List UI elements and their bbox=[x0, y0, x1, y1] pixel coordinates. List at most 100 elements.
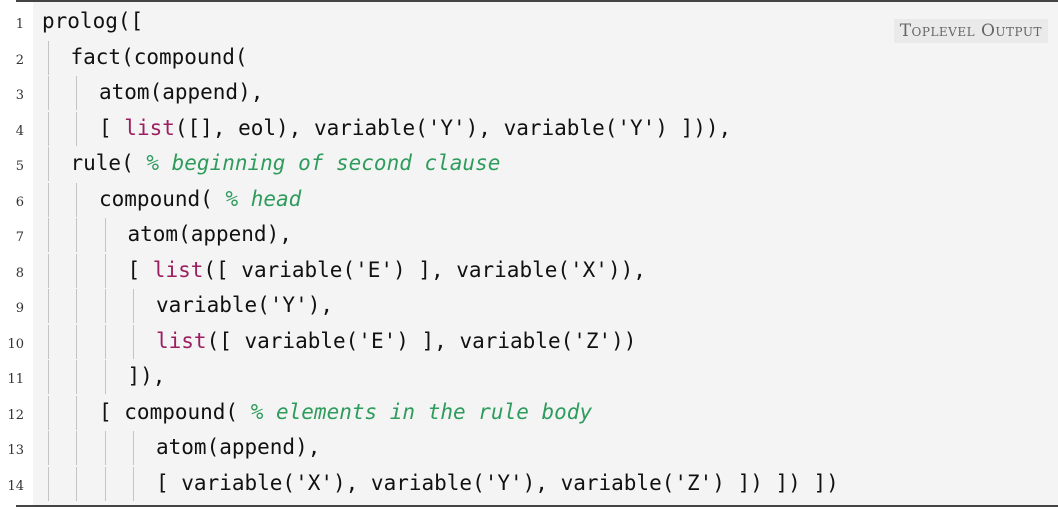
line-number: 14 bbox=[7, 478, 24, 494]
code-line: 5 rule( % beginning of second clause bbox=[0, 147, 1058, 181]
indent-guide bbox=[133, 431, 134, 465]
indent-guide bbox=[48, 324, 49, 359]
code-text: rule( % beginning of second clause bbox=[71, 151, 501, 175]
indent-guide bbox=[76, 395, 77, 430]
indent-guide bbox=[76, 289, 77, 323]
indent-guide bbox=[48, 360, 49, 394]
code-token: [ variable('X'), variable('Y'), variable… bbox=[156, 470, 839, 495]
code-text: [ list([], eol), variable('Y'), variable… bbox=[99, 116, 731, 140]
code-token: ([ variable('E') ], variable('Z')) bbox=[206, 328, 637, 353]
code-text: [ list([ variable('E') ], variable('X'))… bbox=[128, 258, 646, 282]
keyword-token: list bbox=[124, 115, 175, 140]
indent-guide bbox=[76, 76, 77, 110]
code-text: list([ variable('E') ], variable('Z')) bbox=[156, 329, 636, 353]
code-token: ([ variable('E') ], variable('X')), bbox=[203, 257, 646, 282]
code-token: ([], eol), variable('Y'), variable('Y') … bbox=[174, 115, 732, 140]
indent-guide bbox=[76, 431, 77, 465]
indent-guide bbox=[105, 466, 106, 501]
indent-guide bbox=[105, 289, 106, 323]
code-text: atom(append), bbox=[156, 435, 320, 459]
line-number: 11 bbox=[7, 372, 24, 387]
code-text: compound( % head bbox=[99, 187, 301, 211]
top-rule bbox=[16, 0, 1058, 2]
code-token: prolog([ bbox=[42, 9, 144, 33]
line-number: 5 bbox=[15, 159, 24, 174]
code-line: 8 [ list([ variable('E') ], variable('X')… bbox=[0, 253, 1058, 288]
code-text: [ compound( % elements in the rule body bbox=[99, 400, 592, 424]
indent-guide bbox=[76, 182, 77, 217]
code-line: 1 prolog([ bbox=[0, 5, 1058, 39]
indent-guide bbox=[48, 395, 49, 430]
indent-guide bbox=[48, 466, 49, 501]
keyword-token: list bbox=[152, 257, 204, 282]
code-line: 4 [ list([], eol), variable('Y'), variabl… bbox=[0, 111, 1058, 146]
code-text: atom(append), bbox=[99, 80, 263, 104]
keyword-token: list bbox=[156, 328, 207, 353]
indent-guide bbox=[48, 431, 49, 465]
indent-guide bbox=[133, 289, 134, 323]
code-token: rule( bbox=[70, 151, 147, 175]
comment-token: % head bbox=[225, 186, 302, 211]
code-text: ]), bbox=[128, 364, 166, 388]
line-number: 7 bbox=[15, 230, 24, 245]
indent-guide bbox=[48, 253, 49, 288]
comment-token: % elements in the rule body bbox=[250, 399, 593, 424]
code-token: atom(append), bbox=[156, 435, 321, 459]
code-token: atom(append), bbox=[99, 80, 264, 104]
bottom-rule bbox=[16, 505, 1058, 507]
code-text: prolog([ bbox=[42, 9, 143, 33]
indent-guide bbox=[76, 324, 77, 359]
comment-token: % beginning of second clause bbox=[146, 151, 501, 175]
code-background bbox=[33, 2, 1058, 505]
line-number: 2 bbox=[15, 52, 24, 68]
indent-guide bbox=[76, 466, 77, 501]
code-line: 2 fact(compound( bbox=[0, 40, 1058, 75]
code-line: 10 list([ variable('E') ], variable('Z')) bbox=[0, 324, 1058, 359]
line-number: 8 bbox=[15, 265, 24, 281]
indent-guide bbox=[48, 182, 49, 217]
code-token: fact(compound( bbox=[70, 44, 248, 69]
indent-guide bbox=[105, 253, 106, 288]
indent-guide bbox=[76, 111, 77, 146]
indent-guide bbox=[133, 466, 134, 501]
code-line: 12[ compound( % elements in the rule bod… bbox=[0, 395, 1058, 430]
code-line: 6 compound( % head bbox=[0, 182, 1058, 217]
indent-guide bbox=[76, 218, 77, 252]
line-number: 1 bbox=[15, 17, 24, 32]
code-token: compound( bbox=[99, 186, 226, 211]
indent-guide bbox=[105, 324, 106, 359]
indent-guide bbox=[105, 360, 106, 394]
code-token: ]), bbox=[127, 364, 166, 388]
line-number: 3 bbox=[15, 88, 24, 103]
code-line: 13 atom(append), bbox=[0, 431, 1058, 465]
code-token: variable('Y'), bbox=[156, 293, 334, 317]
code-line: 7 atom(append), bbox=[0, 218, 1058, 252]
indent-guide bbox=[48, 111, 49, 146]
line-number: 13 bbox=[7, 443, 24, 458]
code-token: [ bbox=[99, 115, 125, 140]
indent-guide bbox=[105, 431, 106, 465]
code-token: atom(append), bbox=[127, 222, 292, 246]
indent-guide bbox=[105, 218, 106, 252]
indent-guide bbox=[133, 324, 134, 359]
code-line: 14 [ variable('X'), variable('Y'), variab… bbox=[0, 466, 1058, 501]
line-number: 9 bbox=[15, 301, 24, 316]
line-number: 4 bbox=[15, 123, 24, 139]
indent-guide bbox=[48, 76, 49, 110]
indent-guide bbox=[48, 147, 49, 181]
indent-guide bbox=[48, 289, 49, 323]
indent-guide bbox=[76, 253, 77, 288]
code-line: 11]), bbox=[0, 360, 1058, 394]
code-line: 3 atom(append), bbox=[0, 76, 1058, 110]
code-line: 9 variable('Y'), bbox=[0, 289, 1058, 323]
code-token: [ compound( bbox=[99, 399, 251, 424]
code-text: variable('Y'), bbox=[156, 293, 333, 317]
line-number: 6 bbox=[15, 194, 24, 210]
line-number: 10 bbox=[7, 336, 24, 352]
code-text: atom(append), bbox=[128, 222, 292, 246]
indent-guide bbox=[48, 40, 49, 75]
listing-caption: Toplevel Output bbox=[893, 19, 1048, 43]
code-text: fact(compound( bbox=[71, 45, 248, 69]
code-text: [ variable('X'), variable('Y'), variable… bbox=[156, 471, 839, 495]
